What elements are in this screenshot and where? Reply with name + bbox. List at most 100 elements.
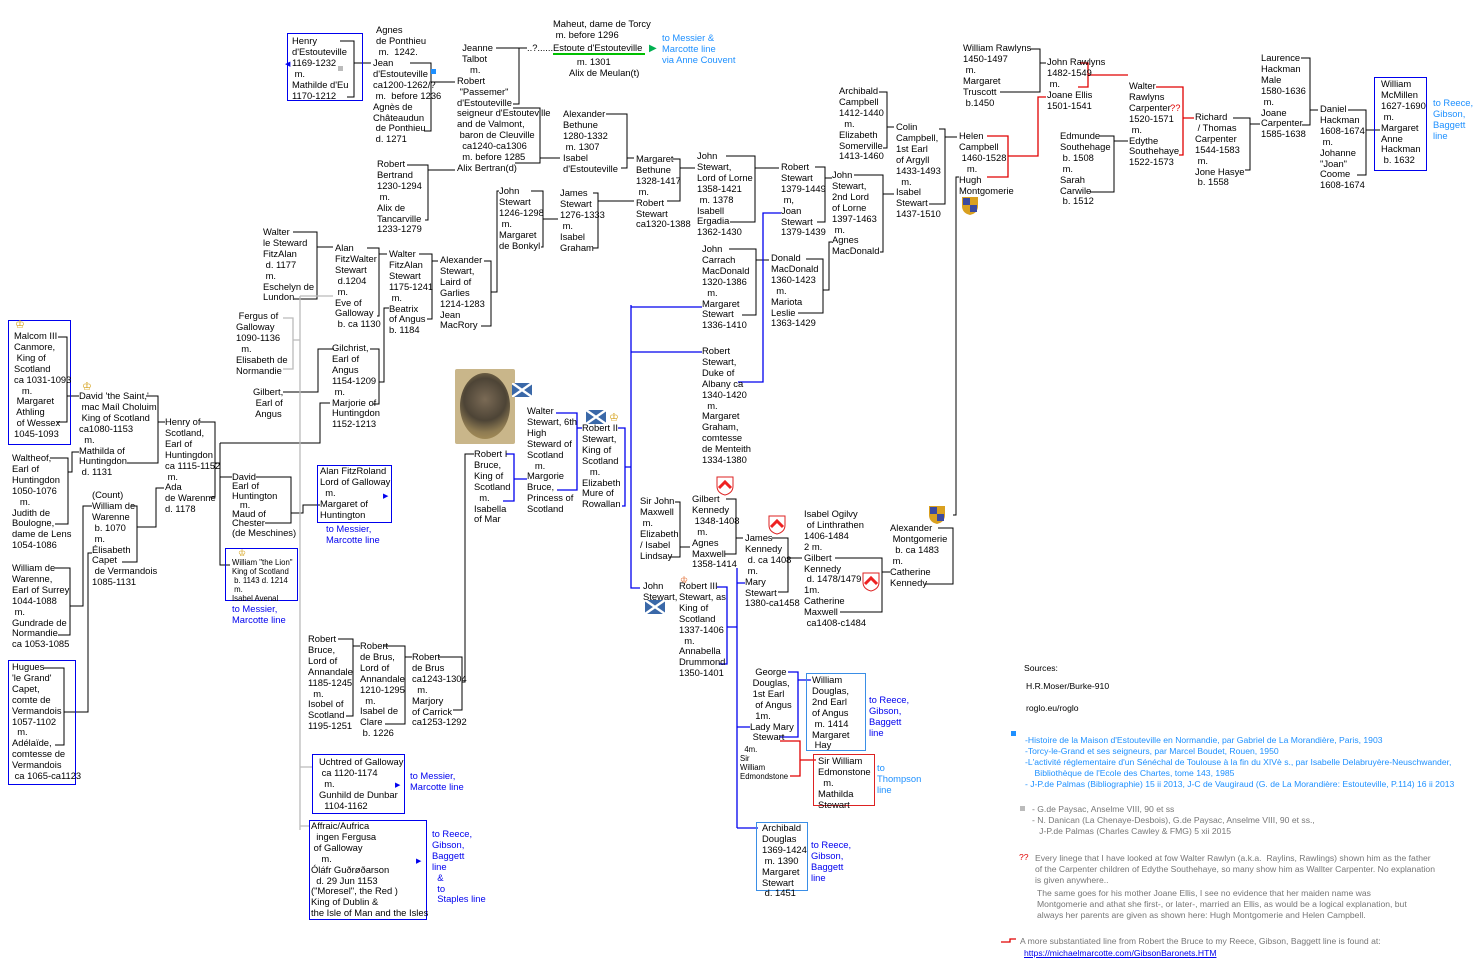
william-mcmillen-box [1374, 77, 1427, 171]
person-henry-destouteville: Henry d'Estouteville 1169-1232 m. Mathil… [292, 35, 349, 101]
robert-bruce-portrait [455, 369, 515, 444]
person-robert-ii: Robert II Stewart, King of Scotland m. E… [582, 422, 621, 510]
scotland-flag-icon [512, 383, 532, 397]
gray-source-marker [338, 66, 343, 71]
kennedy-shield-icon [862, 572, 880, 592]
person-robert-i-bruce: Robert I Bruce, King of Scotland m. Isab… [474, 448, 511, 525]
person-john-stewart: John Stewart, [643, 580, 678, 602]
person-robert-de-brus-1243: Robert de Brus ca1243-1304 m. Marjory of… [412, 651, 467, 728]
person-william-the-lion: William "the Lion" King of Scotland b. 1… [232, 558, 293, 603]
person-margaret-bethune: Margaret Bethune 1328-1417 m. Robert Ste… [636, 153, 691, 230]
source-roglo: roglo.eu/roglo [1026, 703, 1079, 713]
link-reece-gibson-baggett[interactable]: to Reece, Gibson, Baggett line [1433, 97, 1474, 141]
person-waltheof: Waltheof, Earl of Huntingdon 1050-1076 m… [12, 452, 72, 551]
person-estoute-destouteville[interactable]: Estoute d'Estouteville [553, 42, 643, 53]
person-gilbert-kennedy-1348: Gilbert Kennedy 1348-1408 m. Agnes Maxwe… [692, 493, 740, 570]
malcolm-box [8, 320, 71, 445]
arrow-right-icon[interactable]: ▶ [395, 782, 401, 789]
uchtred-box [312, 754, 405, 814]
link-messier-marcotte[interactable]: to Messier, Marcotte line [410, 770, 464, 792]
person-sir-william-edmonstone: Sir William Edmonstone m. Mathilda Stewa… [818, 755, 871, 810]
joane-ellis-note: The same goes for his mother Joane Ellis… [1037, 888, 1407, 920]
person-alexander-bethune: Alexander Bethune 1280-1332 m. 1307 Isab… [563, 108, 618, 174]
person-sir-william-edmondstone-4m: 4m. Sir William Edmondstone [740, 745, 789, 781]
person-henry-of-scotland: Henry of Scotland, Earl of Huntingdon ca… [165, 416, 221, 515]
link-reece-gibson-baggett[interactable]: to Reece, Gibson, Baggett line [811, 839, 852, 883]
henry-box [287, 33, 363, 101]
alan-fitzroland-box [317, 465, 392, 523]
uncertain-link-dots: ..?...... [527, 42, 554, 53]
edmonstone-box [813, 754, 875, 806]
person-archibald-campbell: Archibald Campbell 1412-1440 m. Elizabet… [839, 85, 884, 162]
archibald-douglas-box [756, 822, 808, 891]
link-thompson[interactable]: to Thompson line [877, 762, 922, 795]
person-uchtred-of-galloway: Uchtred of Galloway ca 1120-1174 m. Gunh… [319, 756, 404, 811]
william-douglas-box [806, 673, 866, 751]
blue-source-marker [431, 69, 436, 74]
person-maheut: Maheut, dame de Torcy m. before 1296 [553, 18, 651, 40]
scotland-flag-icon [645, 600, 665, 614]
person-fergus-of-galloway: Fergus of Galloway 1090-1136 m. Elisabet… [236, 310, 288, 376]
gray-source-marker [1020, 806, 1025, 811]
person-alan-fitzwalter: Alan FitzWalter Stewart d.1204 m. Eve of… [335, 242, 381, 330]
person-robert-iii: Robert III Stewart, as King of Scotland … [679, 580, 726, 679]
crown-icon: ♔ [680, 575, 689, 585]
person-george-douglas: George Douglas, 1st Earl of Angus 1m. La… [750, 666, 794, 743]
arrow-right-icon[interactable]: ▶ [416, 858, 422, 865]
person-laurence-hackman: Laurence Hackman Male 1580-1636 m. Joane… [1261, 52, 1306, 140]
person-john-stewart-2nd-lorne: John Stewart, 2nd Lord of Lorne 1397-146… [832, 169, 880, 257]
person-robert-bruce-annandale: Robert Bruce, Lord of Annandale 1185-124… [308, 633, 353, 732]
gibson-baronets-link[interactable]: https://michaelmarcotte.com/GibsonBarone… [1024, 948, 1217, 958]
person-gilbert-earl-of-angus: Gilbert, Earl of Angus [253, 386, 284, 419]
person-hugues-capet: Hugues 'le Grand' Capet, comte de Verman… [12, 661, 82, 782]
rawlyn-note: Every linege that I have looked at fow W… [1035, 853, 1435, 885]
crown-icon: ♔ [82, 381, 92, 393]
person-walter-stewart-6th: Walter Stewart, 6th High Steward of Scot… [527, 405, 578, 515]
black-connectors [43, 40, 1380, 746]
person-robert-stewart-albany: Robert Stewart, Duke of Albany ca 1340-1… [702, 345, 751, 466]
person-robert-de-brus-1210: Robert de Brus, Lord of Annandale 1210-1… [360, 640, 405, 739]
link-messier-marcotte-couvent[interactable]: to Messier & Marcotte line via Anne Couv… [662, 32, 736, 65]
person-helen-campbell: Helen Campbell 1460-1528 m. Hugh Montgom… [959, 130, 1014, 196]
person-alexander-montgomerie: Alexander Montgomerie b. ca 1483 m. Cath… [890, 522, 948, 588]
link-messier-marcotte[interactable]: to Messier, Marcotte line [326, 523, 380, 545]
arrow-right-icon[interactable]: ▶ [649, 43, 657, 54]
kennedy-shield-icon [716, 476, 734, 496]
crown-icon: ♔ [238, 548, 247, 558]
person-walter-fitzalan: Walter FitzAlan Stewart 1175-1241 m. Bea… [389, 248, 434, 336]
arrow-left-icon[interactable]: ◀ [285, 61, 291, 68]
person-walter-le-steward: Walter le Steward FitzAlan d. 1177 m. Es… [263, 226, 315, 303]
montgomerie-shield-icon [929, 506, 945, 524]
person-alan-fitzroland: Alan FitzRoland Lord of Galloway m. Marg… [320, 465, 391, 520]
person-archibald-douglas: Archibald Douglas 1369-1424 m. 1390 Marg… [762, 822, 807, 899]
person-agnes-de-ponthieu: Agnes de Ponthieu m. 1242. [376, 24, 427, 57]
person-john-carrach-macdonald: John Carrach MacDonald 1320-1386 m. Marg… [702, 243, 750, 331]
montgomerie-shield-icon [962, 197, 978, 215]
person-robert-passemer: Jeanne Talbot m. Robert "Passemer" d'Est… [457, 42, 551, 173]
person-david-earl-of-huntington: David Earl of Huntington m. Maud of Ches… [232, 471, 297, 538]
link-reece-gibson-baggett[interactable]: to Reece, Gibson, Baggett line [869, 694, 910, 738]
person-robert-stewart-1379: Robert Stewart 1379-1449 m, Joan Stewart… [781, 161, 826, 238]
william-lion-box [225, 548, 298, 601]
person-richard-carpenter: Richard / Thomas Carpenter 1544-1583 m. … [1195, 111, 1245, 188]
person-john-stewart-lorne: John Stewart, Lord of Lorne 1358-1421 m.… [697, 150, 753, 238]
person-gilbert-kennedy-isabel-ogilvy: Isabel Ogilvy of Linthrathen 1406-1484 2… [804, 508, 867, 629]
person-malcolm-iii: Malcom III Canmore, King of Scotland ca … [14, 330, 72, 440]
person-john-stewart-1246: John Stewart 1246-1298 m. Margaret de Bo… [499, 185, 544, 251]
kennedy-shield-icon [768, 515, 786, 535]
person-james-kennedy: James Kennedy d. ca 1408 m. Mary Stewart… [745, 532, 800, 609]
person-jean-destouteville: Jean d'Estouteville ca1200-1262/? m. bef… [373, 57, 442, 145]
arrow-right-icon[interactable]: ▶ [383, 493, 389, 500]
bruce-line-note: A more substantiated line from Robert th… [1020, 936, 1381, 946]
person-alix-de-meulan: m. 1301 Alix de Meulan(t) [569, 56, 640, 78]
person-colin-campbell: Colin Campbell, 1st Earl of Argyll 1433-… [896, 121, 941, 220]
person-robert-bertrand: Robert Bertrand 1230-1294 m. Alix de Tan… [377, 158, 422, 235]
sources-heading: Sources: [1024, 663, 1058, 673]
person-alexander-stewart: Alexander Stewart, Laird of Garlies 1214… [440, 254, 485, 331]
link-messier-marcotte[interactable]: to Messier, Marcotte line [232, 603, 286, 625]
link-reece-staples[interactable]: to Reece, Gibson, Baggett line & to Stap… [432, 828, 486, 905]
affraic-box [309, 820, 427, 920]
blue-references: -Histoire de la Maison d'Estouteville en… [1025, 735, 1455, 789]
person-donald-macdonald: Donald MacDonald 1360-1423 m. Mariota Le… [771, 252, 819, 329]
